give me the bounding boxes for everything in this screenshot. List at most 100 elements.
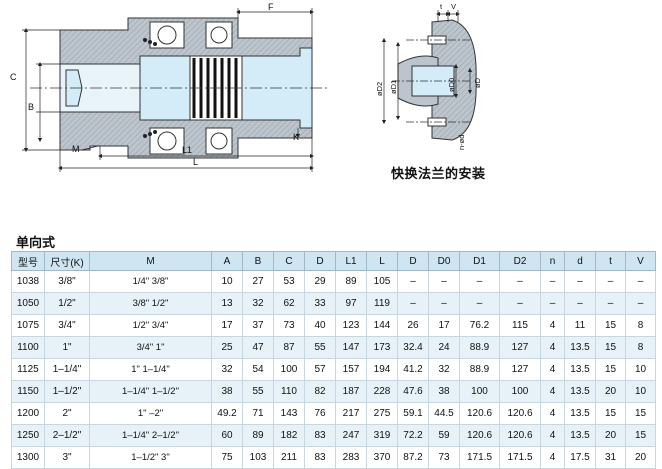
table-cell: 88.9: [459, 358, 500, 381]
table-cell: 72.2: [397, 424, 429, 447]
table-cell: 1250: [11, 424, 45, 447]
table-cell: 59.1: [397, 402, 429, 425]
table-cell: 100: [273, 358, 305, 381]
table-cell: 120.6: [459, 424, 500, 447]
table-cell: 119: [366, 292, 398, 315]
table-cell: –: [564, 292, 596, 315]
table-cell: 1–1/2": [44, 380, 90, 403]
table-cell: 4: [540, 424, 565, 447]
table-cell: –: [499, 292, 541, 315]
table-cell: 187: [335, 380, 367, 403]
header-cell: D1: [459, 251, 500, 271]
table-cell: 76.2: [459, 314, 500, 337]
table-cell: 15: [595, 358, 626, 381]
table-cell: 87: [273, 336, 305, 359]
table-cell: 89: [242, 424, 274, 447]
table-cell: 55: [304, 336, 336, 359]
rotary-joint-section: [30, 17, 330, 159]
table-cell: 1–1/2" 3": [89, 446, 212, 469]
table-cell: 27: [242, 270, 274, 293]
table-cell: 13.5: [564, 380, 596, 403]
technical-drawing: F C B M K L1 L t V øD2 øD1 øD0 øD n-ød: [10, 2, 482, 172]
header-cell: M: [89, 251, 212, 271]
table-cell: 1075: [11, 314, 45, 337]
table-cell: 15: [595, 402, 626, 425]
table-cell: 8: [625, 336, 656, 359]
table-cell: 17: [211, 314, 243, 337]
table-cell: 1" –2": [89, 402, 212, 425]
dim-label-l1: L1: [182, 145, 192, 155]
table-cell: 73: [428, 446, 460, 469]
table-cell: –: [595, 270, 626, 293]
table-cell: –: [625, 270, 656, 293]
table-cell: 1125: [11, 358, 45, 381]
table-cell: 26: [397, 314, 429, 337]
header-cell: D: [304, 251, 336, 271]
table-cell: –: [625, 292, 656, 315]
table-cell: 370: [366, 446, 398, 469]
table-cell: 283: [335, 446, 367, 469]
table-cell: 32.4: [397, 336, 429, 359]
table-cell: 13.5: [564, 424, 596, 447]
flange-label-d: øD: [473, 77, 482, 88]
table-cell: 3/8" 1/2": [89, 292, 212, 315]
flange-label-d2: øD2: [375, 82, 384, 96]
table-cell: 73: [273, 314, 305, 337]
table-cell: 32: [428, 358, 460, 381]
spec-table: 型号 尺寸(K) M A B C D L1 L D D0 D1 D2 n d t…: [11, 251, 656, 469]
table-cell: 4: [540, 380, 565, 403]
table-cell: 8: [625, 314, 656, 337]
table-cell: 2–1/2": [44, 424, 90, 447]
header-cell: D0: [428, 251, 460, 271]
dim-label-b: B: [28, 102, 34, 112]
table-cell: 88.9: [459, 336, 500, 359]
dim-label-f: F: [268, 2, 274, 12]
table-cell: 171.5: [459, 446, 500, 469]
table-cell: 20: [625, 446, 656, 469]
table-cell: –: [499, 270, 541, 293]
table-cell: 1/4" 3/8": [89, 270, 212, 293]
header-cell: L1: [335, 251, 367, 271]
table-cell: 228: [366, 380, 398, 403]
table-cell: 1150: [11, 380, 45, 403]
table-cell: 75: [211, 446, 243, 469]
table-cell: 110: [273, 380, 305, 403]
table-cell: 13.5: [564, 402, 596, 425]
table-cell: 100: [459, 380, 500, 403]
table-cell: 120.6: [459, 402, 500, 425]
table-cell: 11: [564, 314, 596, 337]
header-cell: B: [242, 251, 274, 271]
dim-label-l: L: [193, 157, 198, 167]
header-cell: V: [625, 251, 656, 271]
table-cell: –: [595, 292, 626, 315]
table-cell: 3/4": [44, 314, 90, 337]
table-cell: 10: [211, 270, 243, 293]
table-cell: 1–1/4": [44, 358, 90, 381]
table-cell: 83: [304, 446, 336, 469]
table-cell: 127: [499, 336, 541, 359]
table-cell: 143: [273, 402, 305, 425]
table-cell: 44.5: [428, 402, 460, 425]
header-cell: n: [540, 251, 565, 271]
header-cell: D: [397, 251, 429, 271]
table-cell: 1": [44, 336, 90, 359]
table-cell: 147: [335, 336, 367, 359]
table-cell: 62: [273, 292, 305, 315]
table-cell: –: [540, 270, 565, 293]
header-cell: d: [564, 251, 596, 271]
table-cell: 3": [44, 446, 90, 469]
dim-label-c: C: [10, 72, 17, 82]
table-cell: 15: [625, 424, 656, 447]
table-cell: 87.2: [397, 446, 429, 469]
table-cell: 97: [335, 292, 367, 315]
table-cell: 4: [540, 336, 565, 359]
table-cell: 47.6: [397, 380, 429, 403]
table-cell: 4: [540, 446, 565, 469]
flange-label-t: t: [440, 2, 443, 11]
table-cell: 127: [499, 358, 541, 381]
